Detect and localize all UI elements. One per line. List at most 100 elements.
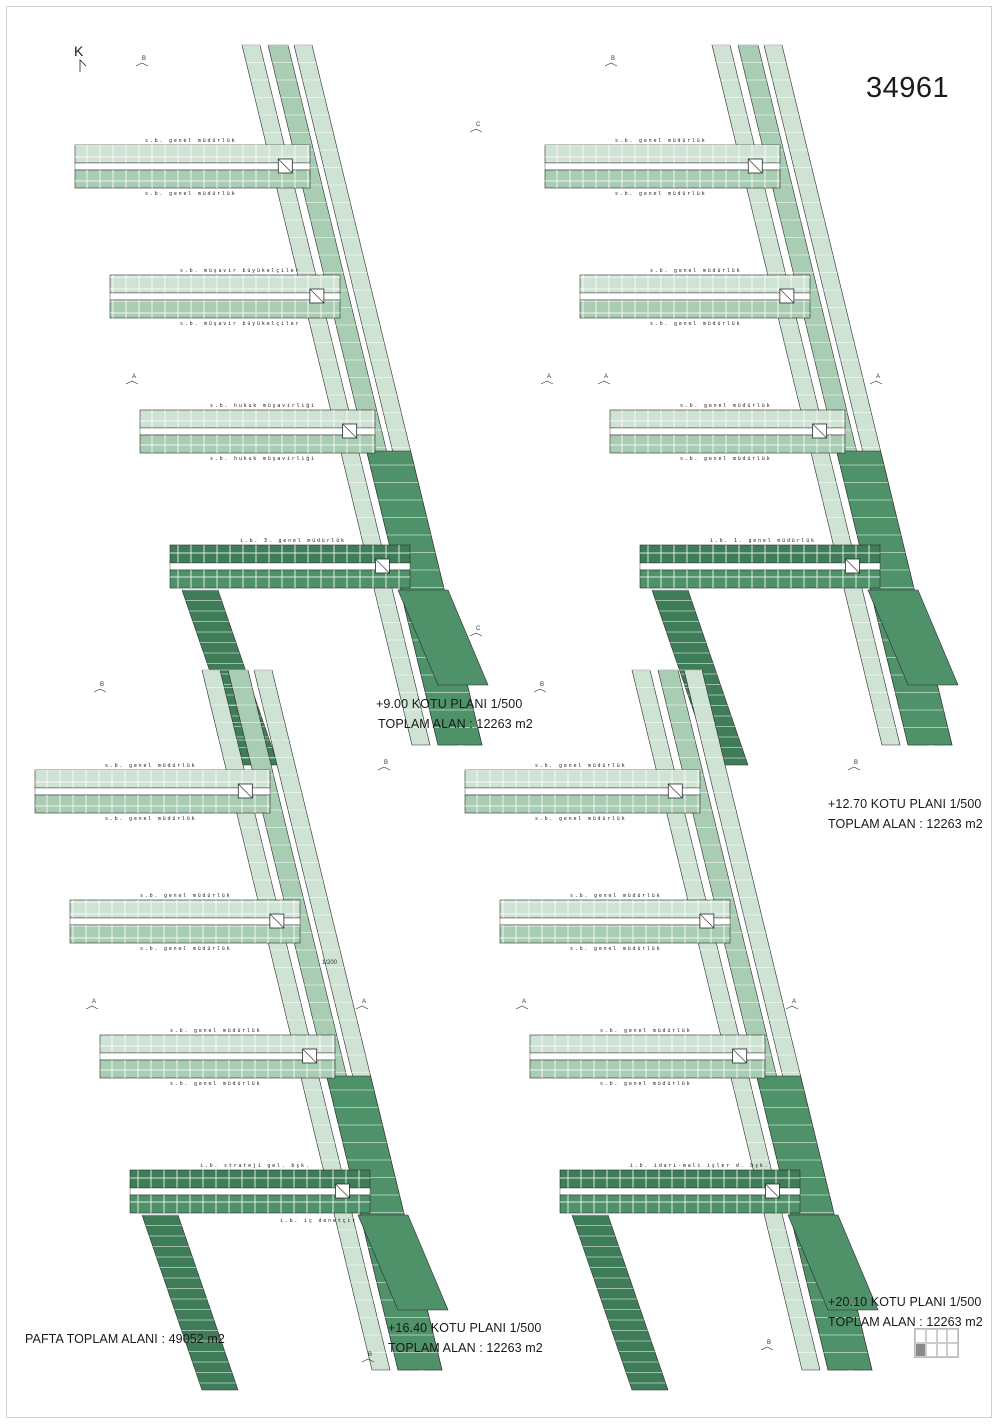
wing-4: i.b. idari-mali işler d. bşk. (559, 1163, 801, 1214)
wing-department-label: s.b. genel müdürlük (535, 763, 626, 769)
section-mark-B: B (540, 682, 544, 688)
wing-department-label: s.b. genel müdürlük (140, 893, 231, 899)
wing-corridor (139, 427, 376, 436)
section-arrow-icon (515, 1005, 529, 1010)
wing-department-label: s.b. genel müdürlük (145, 138, 236, 144)
section-mark-B: B (767, 1340, 771, 1346)
wing-department-label: s.b. genel müdürlük (170, 1028, 261, 1034)
wing-department-label: s.b. hukuk müşavirliği (210, 455, 316, 462)
wing-corridor (34, 787, 271, 796)
wing-3: s.b. genel müdürlük s.b. genel müdürlük (529, 1028, 766, 1087)
wing-3: s.b. genel müdürlük s.b. genel müdürlük (609, 403, 846, 462)
section-mark-A: A (604, 374, 608, 380)
wing-1: s.b. genel müdürlük s.b. genel müdürlük (74, 138, 311, 197)
arm-rooms (571, 1214, 669, 1391)
wing-corridor (639, 562, 881, 571)
sheet-border (6, 6, 992, 1418)
wing-department-label: s.b. genel müdürlük (650, 268, 741, 274)
wing-department-label: s.b. genel müdürlük (140, 946, 231, 952)
section-mark-A: A (876, 374, 880, 380)
wing-corridor (529, 1052, 766, 1061)
wing-department-label: i.b. 1. genel müdürlük (710, 538, 816, 544)
section-arrow-icon (869, 380, 883, 385)
spine-south-extension (787, 1214, 879, 1311)
section-arrow-icon (540, 380, 554, 385)
section-arrow-icon (785, 1005, 799, 1010)
section-mark-A: A (792, 999, 796, 1005)
section-arrow-icon (125, 380, 139, 385)
north-arrow-icon (79, 59, 87, 72)
wing-department-label: i.b. iç denetçir (280, 1218, 357, 1224)
wing-department-label: s.b. hukuk müşavirliği (210, 402, 316, 409)
spine-south-extension (397, 589, 489, 686)
section-arrow-icon (93, 688, 107, 693)
section-mark-B: B (611, 56, 615, 62)
wing-department-label: i.b. strateji gel. bşk. (200, 1163, 311, 1169)
section-arrow-icon (469, 632, 483, 637)
wing-4: i.b. 3. genel müdürlük (169, 538, 411, 589)
section-mark-B: B (854, 760, 858, 766)
spine-south-extension (867, 589, 959, 686)
plan-1270-title: +12.70 KOTU PLANI 1/500 (828, 797, 982, 811)
section-mark-A: A (547, 374, 551, 380)
wing-corridor (609, 427, 846, 436)
wing-3: s.b. genel müdürlük s.b. genel müdürlük (99, 1028, 336, 1087)
wing-corridor (499, 917, 731, 926)
section-arrow-icon (597, 380, 611, 385)
wing-department-label: s.b. genel müdürlük (650, 321, 741, 327)
north-arrow-label: K (74, 43, 84, 59)
wing-corridor (129, 1187, 371, 1196)
sheet-index-legend (914, 1328, 959, 1358)
plan-1270-area: TOPLAM ALAN : 12263 m2 (828, 817, 983, 831)
sheet-total-area: PAFTA TOPLAM ALANI : 49052 m2 (25, 1332, 225, 1346)
wing-corridor (559, 1187, 801, 1196)
wing-1: s.b. genel müdürlük s.b. genel müdürlük (34, 763, 271, 822)
wing-4: i.b. strateji gel. bşk. i.b. iç denetçir (129, 1163, 371, 1224)
wing-department-label: s.b. genel müdürlük (615, 138, 706, 144)
wing-department-label: s.b. genel müdürlük (570, 893, 661, 899)
section-mark-B: B (384, 760, 388, 766)
scale-note: 1/200 (322, 960, 338, 966)
southwest-arm (141, 1214, 449, 1391)
section-arrow-icon (355, 1005, 369, 1010)
section-mark-A: A (362, 999, 366, 1005)
spine-south-extension (357, 1214, 449, 1311)
wing-department-label: s.b. genel müdürlük (170, 1081, 261, 1087)
wing-department-label: s.b. genel müdürlük (600, 1081, 691, 1087)
wing-department-label: s.b. genel müdürlük (145, 191, 236, 197)
section-arrow-icon (604, 62, 618, 67)
wing-department-label: i.b. idari-mali işler d. bşk. (630, 1163, 770, 1169)
section-arrow-icon (85, 1005, 99, 1010)
arm-rooms (141, 1214, 239, 1391)
diagonal-spine (631, 669, 873, 1371)
wing-department-label: s.b. genel müdürlük (105, 816, 196, 822)
section-mark-B: B (100, 682, 104, 688)
plan-2010-title: +20.10 KOTU PLANI 1/500 (828, 1295, 982, 1309)
section-mark-C: C (476, 626, 481, 632)
wing-1: s.b. genel müdürlük s.b. genel müdürlük (544, 138, 781, 197)
wing-2: s.b. genel müdürlük s.b. genel müdürlük (579, 268, 811, 327)
floor-plan-plan-2010: s.b. genel müdürlük s.b. genel müdürlük s.… (464, 669, 879, 1391)
wing-department-label: s.b. genel müdürlük (680, 456, 771, 462)
wing-department-label: s.b. genel müdürlük (600, 1028, 691, 1034)
wing-department-label: s.b. müşavir büyükelçiler (180, 268, 300, 274)
section-mark-A: A (132, 374, 136, 380)
section-mark-A: A (92, 999, 96, 1005)
section-arrow-icon (533, 688, 547, 693)
plan-2010-area: TOPLAM ALAN : 12263 m2 (828, 1315, 983, 1329)
wing-2: s.b. genel müdürlük s.b. genel müdürlük (69, 893, 301, 952)
wing-department-label: s.b. genel müdürlük (105, 763, 196, 769)
section-mark-B: B (368, 1352, 372, 1358)
wing-corridor (544, 162, 781, 171)
wing-department-label: s.b. genel müdürlük (680, 403, 771, 409)
plan-1640-area: TOPLAM ALAN : 12263 m2 (388, 1341, 543, 1355)
wing-department-label: s.b. genel müdürlük (615, 191, 706, 197)
wing-corridor (579, 292, 811, 301)
section-arrow-icon (361, 1358, 375, 1363)
